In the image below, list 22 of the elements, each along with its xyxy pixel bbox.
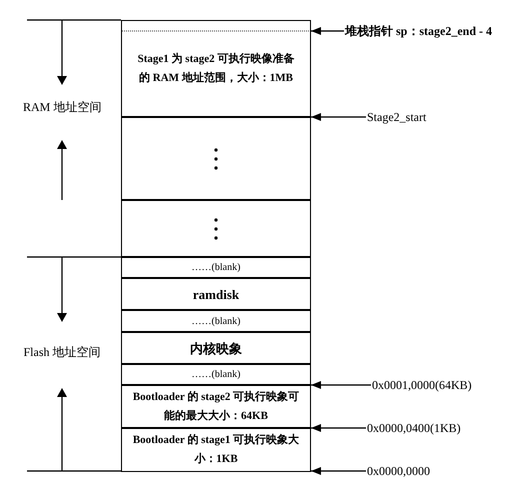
address-label: 0x0000,0000 bbox=[367, 464, 430, 478]
address-label: Stage2_start bbox=[367, 110, 426, 124]
arrow bbox=[311, 27, 344, 35]
memory-region: 内核映象 bbox=[121, 331, 311, 365]
blank-region: ……(blank) bbox=[121, 256, 311, 279]
arrow bbox=[311, 381, 371, 389]
blank-region: ……(blank) bbox=[121, 363, 311, 386]
arrow bbox=[311, 424, 366, 432]
address-space-label: RAM 地址空间 bbox=[23, 99, 102, 116]
memory-region: Stage1 为 stage2 可执行映像准备的 RAM 地址范围，大小：1MB bbox=[121, 20, 311, 118]
address-label: 0x0000,0400(1KB) bbox=[367, 421, 461, 435]
memory-region: Bootloader 的 stage2 可执行映象可能的最大大小：64KB bbox=[121, 384, 311, 429]
memory-region bbox=[121, 199, 311, 258]
arrow bbox=[311, 467, 366, 475]
memory-region bbox=[121, 116, 311, 201]
address-label: 堆栈指针 sp：stage2_end - 4 bbox=[345, 24, 492, 38]
address-space-label: Flash 地址空间 bbox=[24, 344, 101, 361]
address-label: 0x0001,0000(64KB) bbox=[372, 378, 472, 392]
memory-region: ramdisk bbox=[121, 277, 311, 311]
arrow bbox=[311, 113, 366, 121]
blank-region: ……(blank) bbox=[121, 309, 311, 333]
memory-region: Bootloader 的 stage1 可执行映象大小：1KB bbox=[121, 427, 311, 472]
